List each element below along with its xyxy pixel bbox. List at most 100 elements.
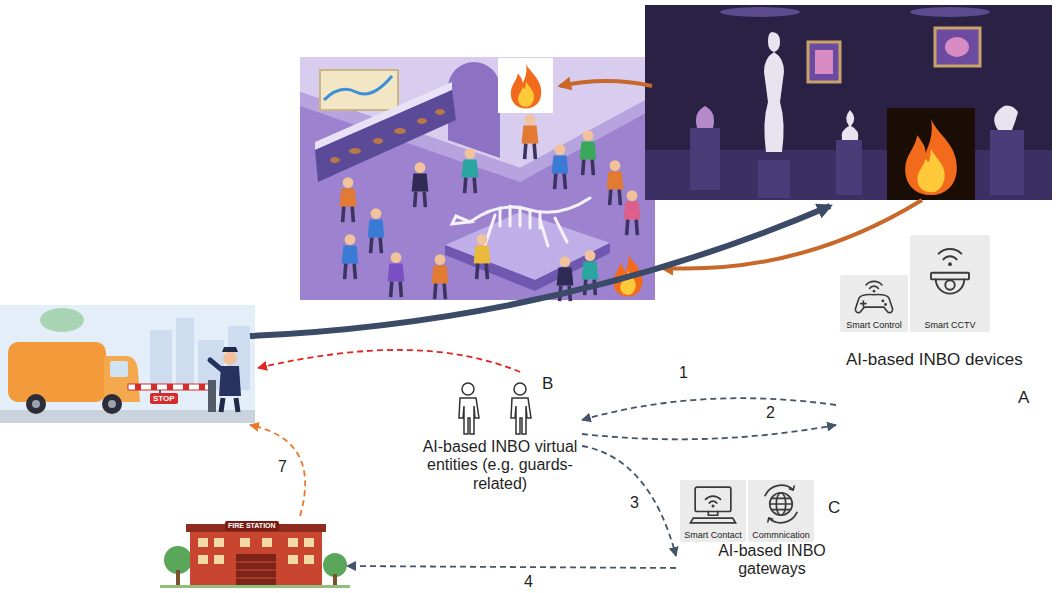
museum-hall-part-part xyxy=(349,148,361,154)
dark-gallery-part xyxy=(905,119,957,195)
device-icon-part xyxy=(705,496,720,499)
checkpoint-scene-art-part xyxy=(221,398,238,412)
person-figure-part xyxy=(514,383,526,395)
checkpoint-scene: STOP xyxy=(0,300,258,425)
checkpoint-scene-art-part xyxy=(0,305,255,423)
dashed-connector xyxy=(258,350,520,372)
museum-hall-part xyxy=(368,208,385,253)
device-icon-part xyxy=(855,295,892,313)
checkpoint-scene-art-part xyxy=(210,360,222,370)
museum-hall-part xyxy=(320,70,398,110)
fire-station-art-part-part xyxy=(240,538,250,547)
device-icon-part xyxy=(861,301,866,306)
node-text: AI-based INBO devices xyxy=(846,350,1023,370)
fire-station-art-part xyxy=(176,570,180,586)
callout-number: 3 xyxy=(628,494,641,512)
dark-gallery-part xyxy=(836,140,862,195)
checkpoint-scene-art-part xyxy=(8,342,106,402)
museum-hall-part xyxy=(607,160,624,205)
icon-label: Smart Contact xyxy=(680,530,746,540)
device-icon xyxy=(912,237,988,316)
dashed-connector xyxy=(347,566,676,568)
checkpoint-scene-art-part xyxy=(32,400,40,408)
fire-icon-part xyxy=(498,58,553,113)
museum-hall-part xyxy=(324,76,392,100)
person-figure-part xyxy=(511,398,531,434)
checkpoint-scene-art-part xyxy=(176,318,194,390)
fire-station-art-part xyxy=(190,530,322,586)
museum-hall-part-part xyxy=(485,215,567,246)
fire-station-art-part-part xyxy=(214,538,224,547)
checkpoint-scene-art xyxy=(0,305,255,423)
museum-hall-part-part xyxy=(452,216,470,224)
device-icon-part xyxy=(768,518,773,522)
dark-gallery xyxy=(645,5,1052,200)
callout-number: 1 xyxy=(677,364,690,382)
checkpoint-scene-art-part xyxy=(26,394,46,414)
dark-gallery-part xyxy=(720,7,800,17)
device-icon-part xyxy=(789,486,794,490)
device-icon-part xyxy=(765,485,793,495)
checkpoint-scene-art-part xyxy=(208,380,216,412)
device-icon-part xyxy=(948,262,952,266)
node-text: AI-based INBO virtual entities (e.g. gua… xyxy=(418,438,582,493)
device-icon-part xyxy=(690,518,735,523)
checkpoint-scene-art-part xyxy=(138,384,202,390)
museum-hall-part-part xyxy=(373,138,383,144)
museum-hall-part xyxy=(452,198,590,246)
callout-number: 7 xyxy=(276,458,289,476)
fire-station-art-part-part xyxy=(198,555,208,564)
dark-gallery-part xyxy=(994,106,1018,130)
icon-box: Smart CCTV xyxy=(910,235,990,332)
person-figure xyxy=(459,383,531,434)
museum-hall-part xyxy=(448,62,500,158)
fire-station-art-part xyxy=(323,553,347,577)
device-group: AI-based INBO devicesASmart ControlSmart… xyxy=(836,232,1050,430)
icon-label: Smart CCTV xyxy=(910,320,990,330)
fire-station-art-part-part xyxy=(198,538,208,547)
museum-hall-part xyxy=(300,57,655,300)
device-icon-part xyxy=(873,290,876,293)
fire-station-art-part xyxy=(164,546,192,574)
museum-hall-part-part xyxy=(435,109,445,115)
museum-hall-part xyxy=(432,254,449,299)
fire-station-art-part xyxy=(160,585,350,588)
checkpoint-scene-art-part xyxy=(222,347,238,352)
device-icon xyxy=(842,277,906,316)
device-icon-part xyxy=(870,286,879,288)
virtual-entity-group: B AI-based INBO virtual entities (e.g. gu… xyxy=(418,372,582,512)
node-text: B xyxy=(542,374,553,394)
museum-hall-part xyxy=(624,190,641,235)
device-icon-part xyxy=(931,249,969,294)
device-icon-part xyxy=(770,498,793,509)
dark-gallery-part xyxy=(910,7,990,17)
device-icon-part xyxy=(769,512,797,522)
icon-box: Smart Contact xyxy=(680,480,746,542)
dark-gallery-part xyxy=(808,42,840,82)
dashed-connector xyxy=(582,446,676,556)
checkpoint-scene-art-part xyxy=(40,308,84,332)
dashed-connector xyxy=(582,425,836,439)
museum-hall-part xyxy=(330,109,445,163)
response-arrow xyxy=(250,206,830,336)
museum-hall-part xyxy=(340,177,357,222)
fire-station-art-part-part xyxy=(214,555,224,564)
sign-text: STOP xyxy=(150,393,178,404)
device-icon xyxy=(750,482,812,526)
museum-hall-part xyxy=(552,144,569,189)
dark-gallery-part xyxy=(935,28,980,66)
dark-gallery-part xyxy=(690,128,720,190)
museum-hall-part-part xyxy=(500,206,540,228)
person-figure-part xyxy=(462,383,474,395)
device-icon-part xyxy=(884,303,887,306)
device-icon-part xyxy=(765,485,797,522)
dark-gallery-part xyxy=(645,5,1052,200)
device-icon-part xyxy=(866,281,882,285)
dark-gallery-part xyxy=(990,130,1024,195)
fire-station-art xyxy=(160,524,350,588)
fire-station-art-part-part xyxy=(288,538,298,547)
dark-gallery-part xyxy=(764,32,784,152)
museum-hall-part-part xyxy=(417,118,427,124)
museum-hall-part xyxy=(388,252,405,297)
device-icon-part xyxy=(709,501,717,503)
